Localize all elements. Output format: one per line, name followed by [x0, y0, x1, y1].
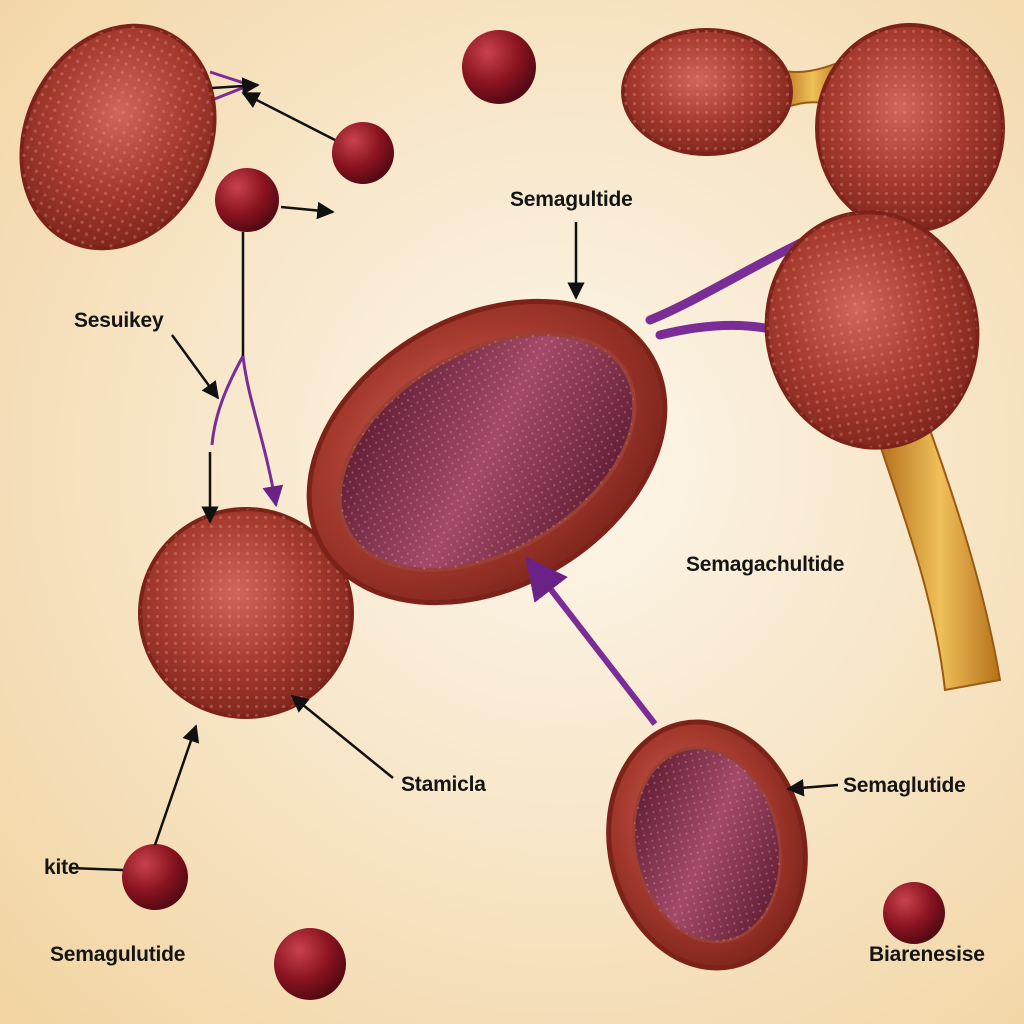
purple-vessel-lower	[655, 320, 780, 340]
cell-right-middle	[764, 210, 980, 450]
arrow-to-top-left-cell	[241, 91, 336, 142]
cell-central	[306, 298, 668, 606]
bead-left-upper	[215, 168, 279, 232]
bead-top-center	[462, 30, 536, 104]
bead-bottom-left	[122, 844, 188, 910]
purple-arrow-left-a	[210, 355, 245, 446]
bead-bottom-right	[883, 882, 945, 944]
cell-lower-right	[606, 719, 808, 971]
arrow-sesuikey	[170, 334, 220, 400]
arrow-bead-up	[153, 724, 200, 846]
arrow-top-left-out	[211, 77, 260, 95]
label-top-center: Semagultide	[510, 188, 633, 211]
label-right-bottom: Semaglutide	[843, 774, 966, 797]
label-left-bottom-small: kite	[44, 856, 80, 879]
bead-bottom-center	[274, 928, 346, 1000]
arrow-kite	[69, 866, 124, 872]
label-left-middle: Sesuikey	[74, 309, 164, 332]
label-bottom-left: Semagulutide	[50, 943, 186, 966]
label-right-middle: Semagachultide	[686, 553, 845, 576]
arrow-bead-right	[280, 201, 335, 220]
gold-vessel	[878, 428, 1002, 692]
cell-top-right-large	[815, 23, 1005, 233]
purple-arrow-center	[525, 556, 658, 726]
arrow-stamicla	[290, 694, 394, 779]
purple-arrow-left-b	[241, 355, 284, 508]
cell-lower-left	[138, 507, 354, 719]
cell-top-left	[19, 23, 217, 251]
label-bottom-right: Biarenesise	[869, 943, 985, 966]
arrow-semaglutide-right	[786, 779, 839, 797]
label-center-bottom: Stamicla	[401, 773, 486, 796]
bead-top-left	[332, 122, 394, 184]
cell-top-right-small	[621, 28, 793, 156]
